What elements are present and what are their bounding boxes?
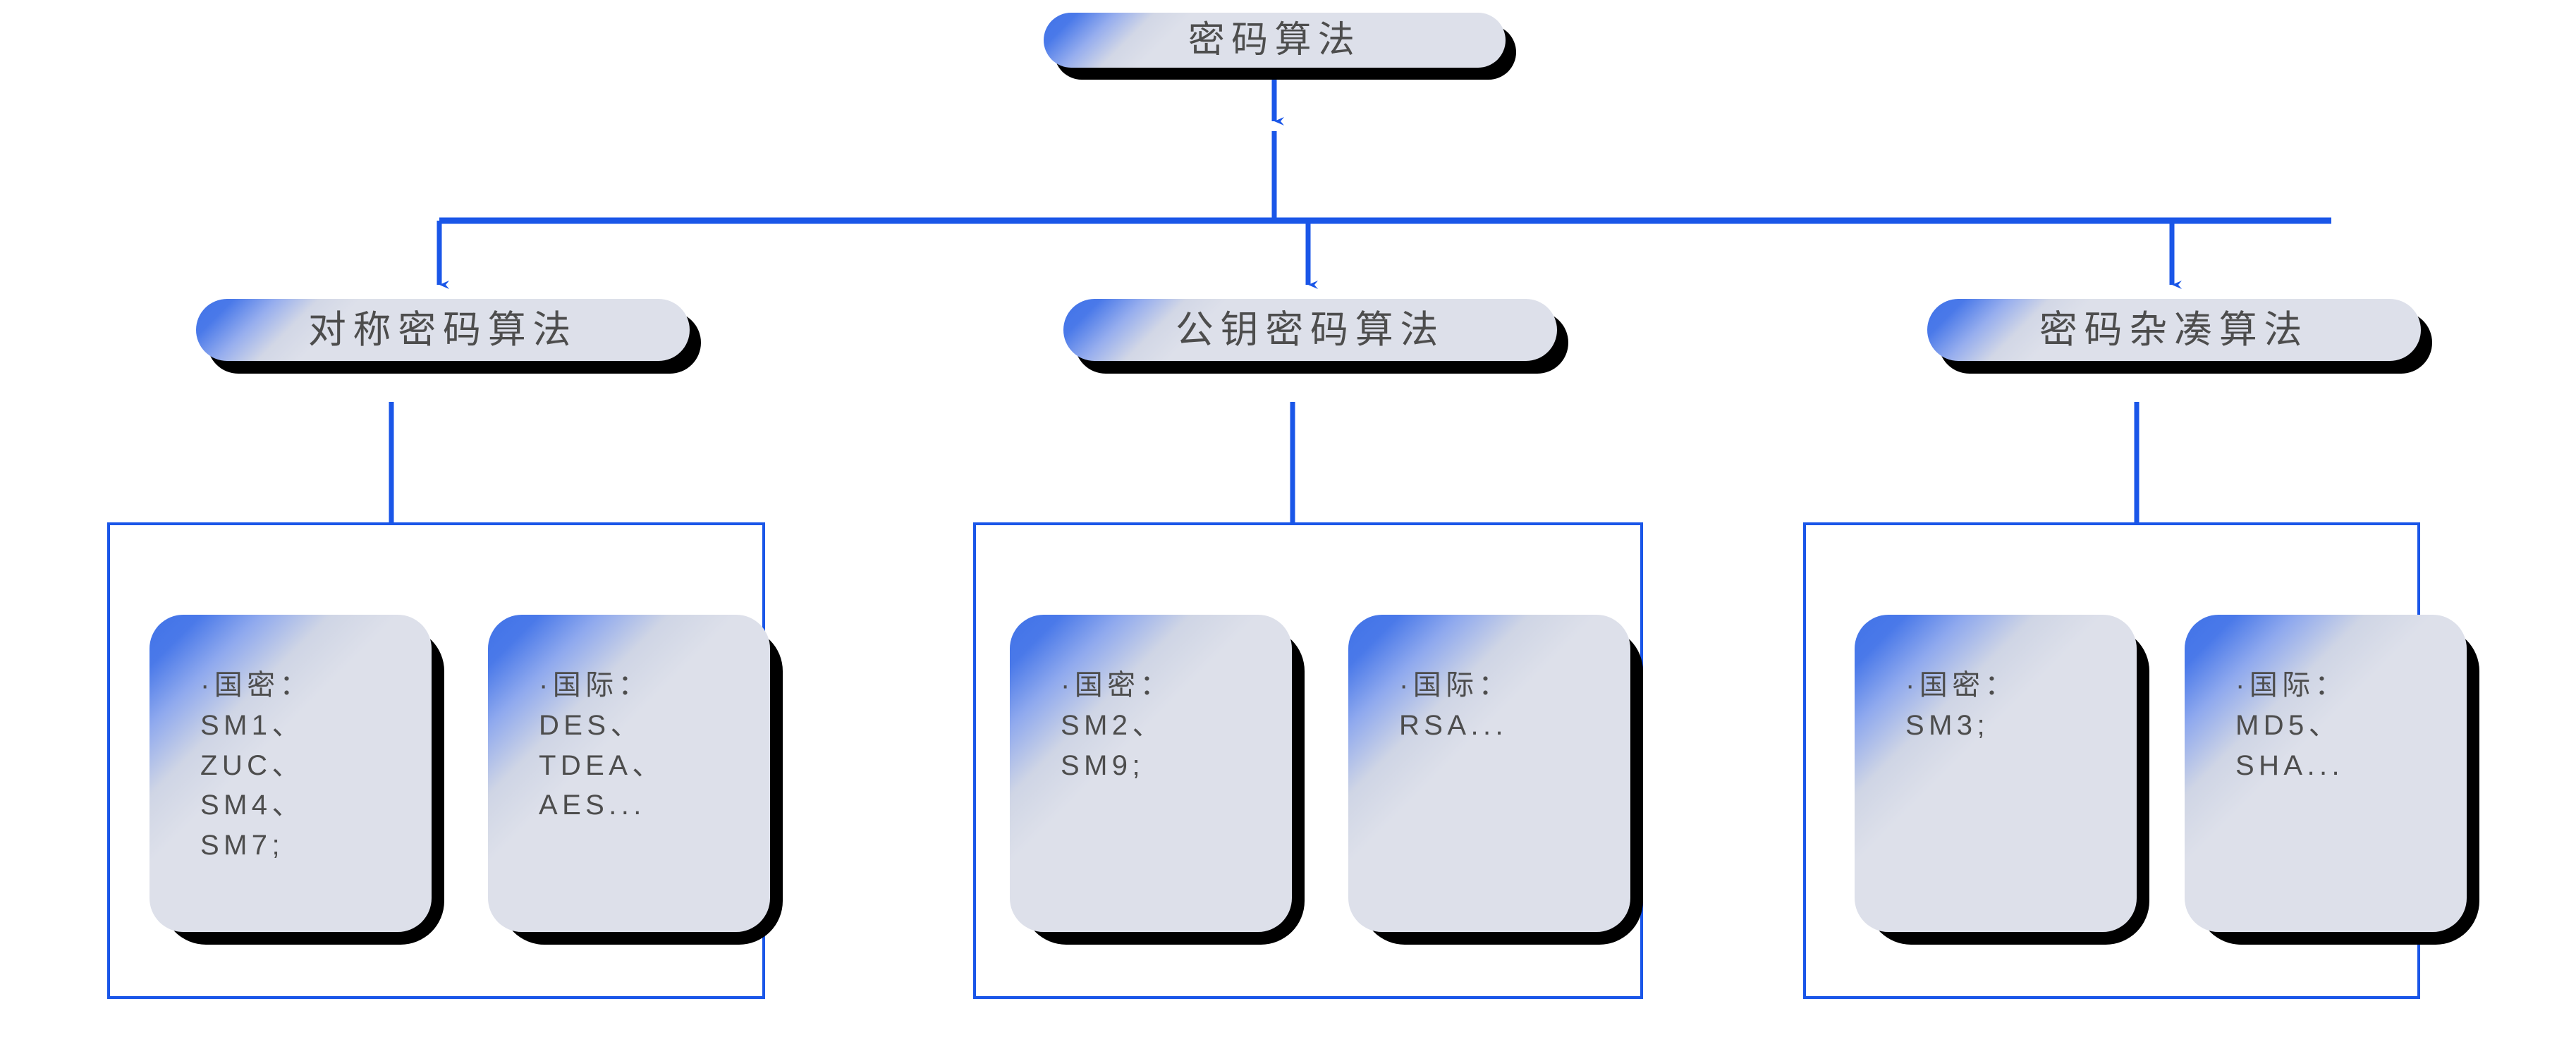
branch-node-label-hash: 密码杂凑算法 bbox=[2039, 308, 2309, 351]
leaf-card-face: ·国密： SM1、 ZUC、 SM4、 SM7; bbox=[149, 615, 432, 932]
branch-node-label-symmetric: 对称密码算法 bbox=[307, 308, 578, 351]
branch-node-symmetric[interactable]: 对称密码算法 bbox=[196, 299, 701, 374]
branch-node-face: 密码杂凑算法 bbox=[1927, 299, 2421, 361]
leaf-card-label-hash-international: ·国际： MD5、 SHA... bbox=[2235, 670, 2348, 781]
root-node[interactable]: 密码算法 bbox=[1044, 13, 1516, 80]
leaf-card-face: ·国密： SM2、 SM9; bbox=[1010, 615, 1292, 932]
leaf-card-sym-international[interactable]: ·国际： DES、 TDEA、 AES... bbox=[488, 615, 783, 945]
leaf-card-label-hash-domestic: ·国密： SM3; bbox=[1905, 670, 2018, 741]
leaf-card-face: ·国际： DES、 TDEA、 AES... bbox=[488, 615, 770, 932]
leaf-card-pk-domestic[interactable]: ·国密： SM2、 SM9; bbox=[1010, 615, 1305, 945]
leaf-card-pk-international[interactable]: ·国际： RSA... bbox=[1348, 615, 1643, 945]
root-node-label: 密码算法 bbox=[1188, 19, 1362, 61]
leaf-card-hash-domestic[interactable]: ·国密： SM3; bbox=[1855, 615, 2149, 945]
branch-node-public-key[interactable]: 公钥密码算法 bbox=[1063, 299, 1568, 374]
leaf-card-face: ·国际： RSA... bbox=[1348, 615, 1630, 932]
branch-node-hash[interactable]: 密码杂凑算法 bbox=[1927, 299, 2432, 374]
leaf-card-hash-international[interactable]: ·国际： MD5、 SHA... bbox=[2185, 615, 2479, 945]
leaf-card-label-sym-domestic: ·国密： SM1、 ZUC、 SM4、 SM7; bbox=[200, 670, 312, 861]
leaf-card-label-pk-international: ·国际： RSA... bbox=[1399, 670, 1511, 741]
leaf-card-sym-domestic[interactable]: ·国密： SM1、 ZUC、 SM4、 SM7; bbox=[149, 615, 444, 945]
root-node-face: 密码算法 bbox=[1044, 13, 1506, 68]
leaf-card-label-sym-international: ·国际： DES、 TDEA、 AES... bbox=[539, 670, 665, 821]
branch-node-face: 对称密码算法 bbox=[196, 299, 690, 361]
leaf-card-face: ·国密： SM3; bbox=[1855, 615, 2137, 932]
branch-node-label-public-key: 公钥密码算法 bbox=[1175, 308, 1446, 351]
leaf-card-label-pk-domestic: ·国密： SM2、 SM9; bbox=[1061, 670, 1173, 781]
leaf-card-face: ·国际： MD5、 SHA... bbox=[2185, 615, 2467, 932]
branch-node-face: 公钥密码算法 bbox=[1063, 299, 1557, 361]
